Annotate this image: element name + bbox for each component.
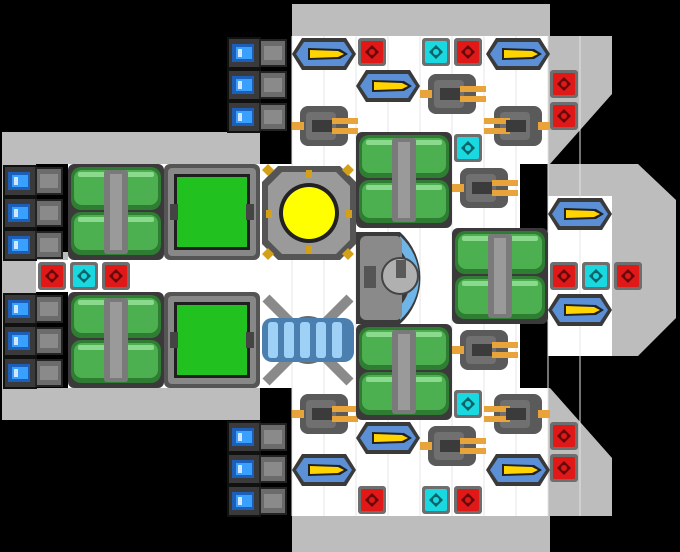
light-cyan[interactable] bbox=[422, 486, 450, 514]
light-red[interactable] bbox=[550, 102, 578, 130]
light-cyan[interactable] bbox=[454, 390, 482, 418]
turret-cannon[interactable] bbox=[452, 168, 518, 208]
turret-cannon[interactable] bbox=[452, 330, 518, 370]
missile-launcher[interactable] bbox=[356, 70, 420, 102]
light-red[interactable] bbox=[358, 38, 386, 66]
fuel-tank[interactable] bbox=[356, 324, 452, 420]
missile-launcher[interactable] bbox=[548, 294, 612, 326]
light-cyan[interactable] bbox=[422, 38, 450, 66]
thruster[interactable] bbox=[3, 357, 63, 389]
turret-cannon[interactable] bbox=[420, 426, 486, 466]
missile-launcher[interactable] bbox=[292, 454, 356, 486]
turret-cannon[interactable] bbox=[420, 74, 486, 114]
thruster[interactable] bbox=[3, 165, 63, 197]
missile-launcher[interactable] bbox=[486, 38, 550, 70]
light-red[interactable] bbox=[550, 70, 578, 98]
thruster[interactable] bbox=[3, 325, 63, 357]
thruster[interactable] bbox=[3, 229, 63, 261]
turret-cannon[interactable] bbox=[292, 106, 358, 146]
cargo-hold[interactable] bbox=[164, 292, 260, 388]
fuel-tank[interactable] bbox=[68, 164, 164, 260]
thruster[interactable] bbox=[3, 293, 63, 325]
gyroscope[interactable] bbox=[262, 294, 354, 386]
turret-cannon[interactable] bbox=[484, 394, 550, 434]
fuel-tank[interactable] bbox=[356, 132, 452, 228]
thruster[interactable] bbox=[227, 421, 287, 453]
light-red[interactable] bbox=[38, 262, 66, 290]
turret-cannon[interactable] bbox=[484, 106, 550, 146]
light-red[interactable] bbox=[550, 262, 578, 290]
thruster[interactable] bbox=[227, 453, 287, 485]
light-red[interactable] bbox=[614, 262, 642, 290]
light-cyan[interactable] bbox=[454, 134, 482, 162]
thruster[interactable] bbox=[227, 485, 287, 517]
fuel-tank[interactable] bbox=[68, 292, 164, 388]
thruster[interactable] bbox=[3, 197, 63, 229]
missile-launcher[interactable] bbox=[356, 422, 420, 454]
light-red[interactable] bbox=[102, 262, 130, 290]
missile-launcher[interactable] bbox=[548, 198, 612, 230]
light-red[interactable] bbox=[454, 38, 482, 66]
missile-launcher[interactable] bbox=[486, 454, 550, 486]
thruster[interactable] bbox=[227, 37, 287, 69]
light-red[interactable] bbox=[454, 486, 482, 514]
light-red[interactable] bbox=[550, 454, 578, 482]
light-cyan[interactable] bbox=[582, 262, 610, 290]
fuel-tank[interactable] bbox=[452, 228, 548, 324]
missile-launcher[interactable] bbox=[292, 38, 356, 70]
thruster[interactable] bbox=[227, 101, 287, 133]
reactor[interactable] bbox=[262, 164, 356, 260]
light-red[interactable] bbox=[550, 422, 578, 450]
turret-cannon[interactable] bbox=[292, 394, 358, 434]
thruster[interactable] bbox=[227, 69, 287, 101]
cockpit[interactable] bbox=[356, 232, 421, 324]
cargo-hold[interactable] bbox=[164, 164, 260, 260]
light-cyan[interactable] bbox=[70, 262, 98, 290]
light-red[interactable] bbox=[358, 486, 386, 514]
